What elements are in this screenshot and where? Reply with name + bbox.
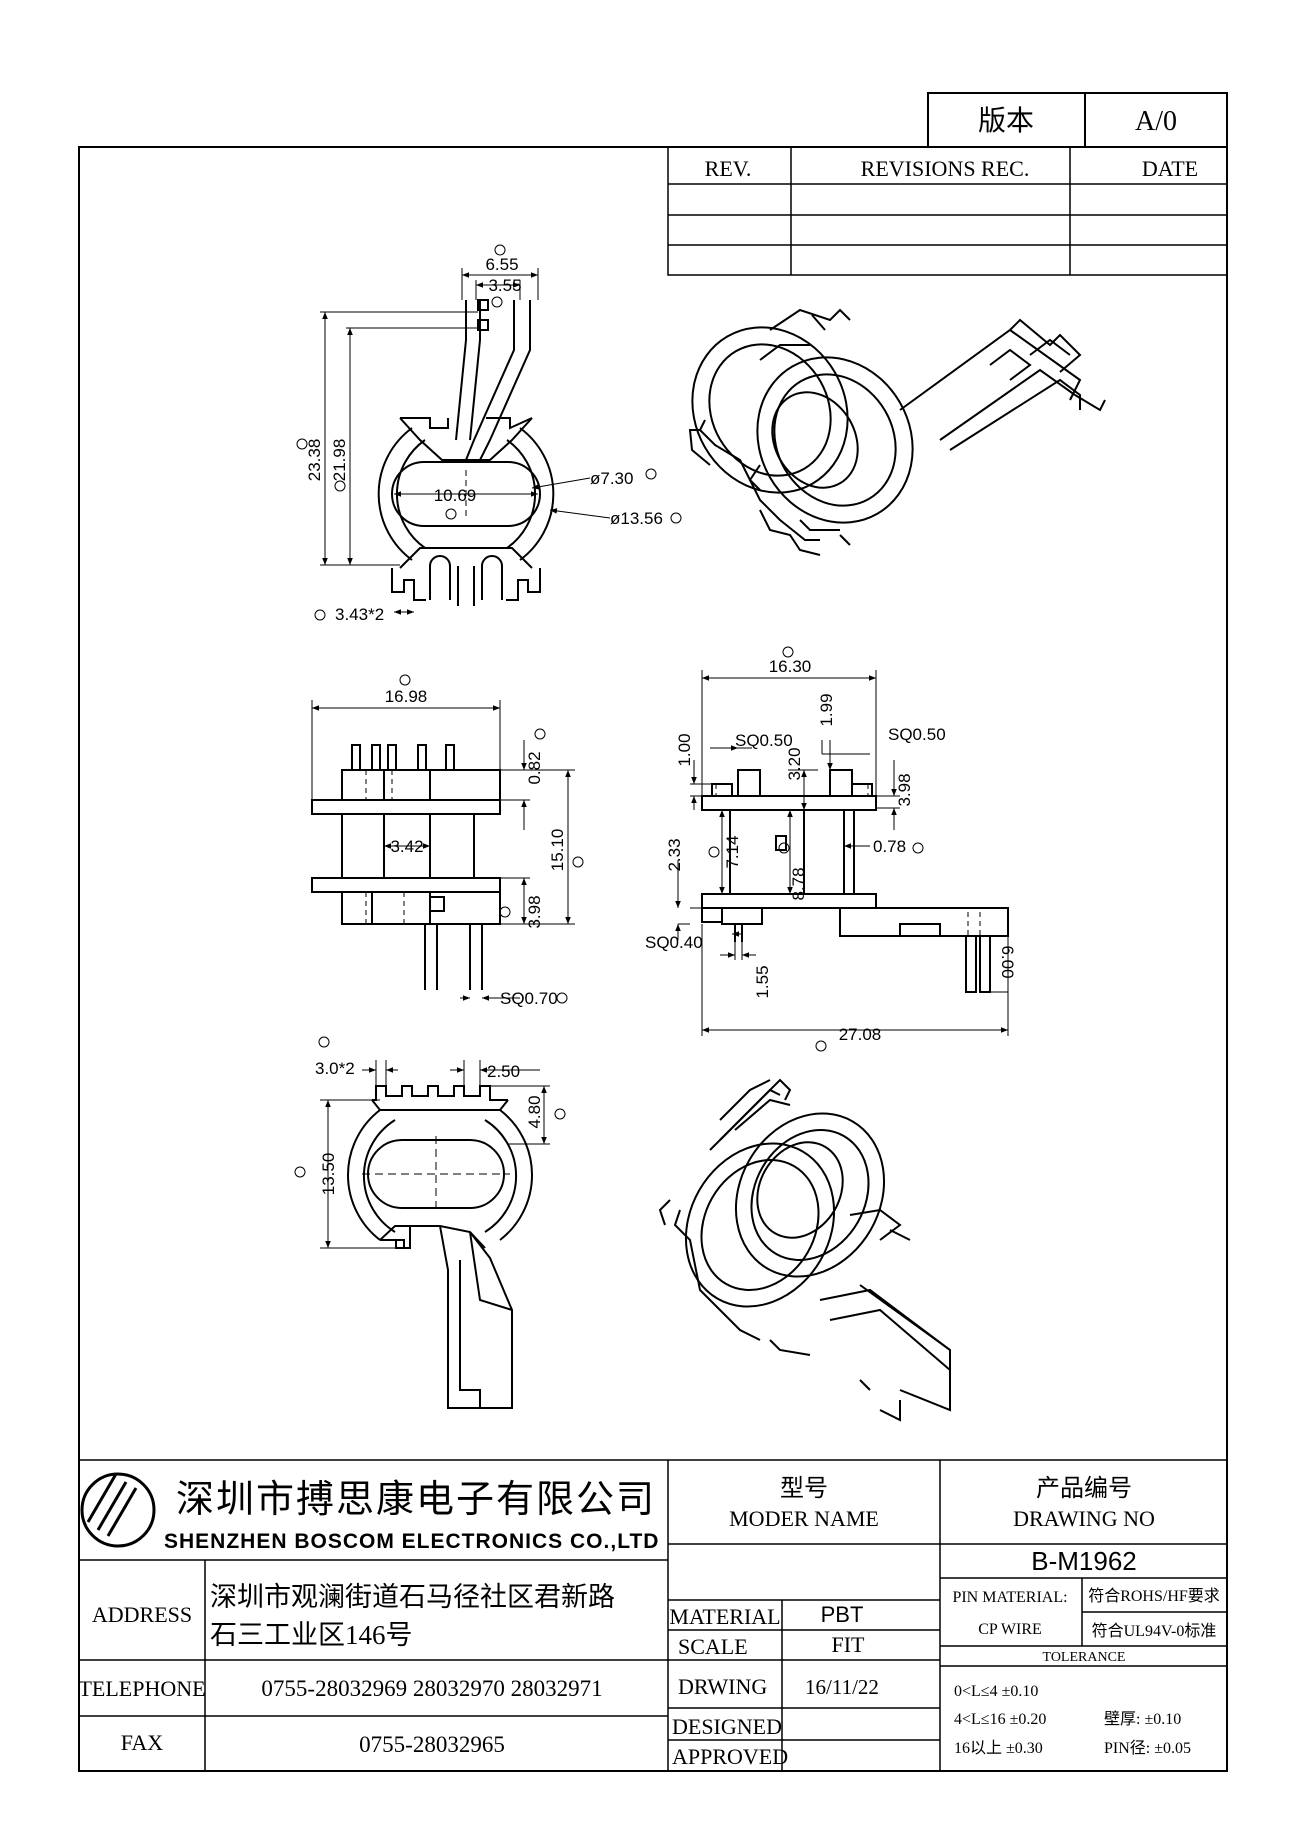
dim-dia-7-30: ø7.30 [590,469,633,488]
company-name-cn: 深圳市搏思康电子有限公司 [176,1479,656,1521]
dim-3-0x2: 3.0*2 [315,1059,355,1078]
wall-tolerance: 壁厚: ±0.10 [1104,1709,1181,1728]
dim-0-78: 0.78 [873,837,906,856]
drawing-no-cn: 产品编号 [1036,1475,1132,1502]
ul-note: 符合UL94V-0标准 [1092,1622,1217,1640]
model-name-en: MODER NAME [729,1506,879,1531]
side-view [311,744,501,990]
dim-sq0-50-a: SQ0.50 [735,731,793,750]
bottom-view-dims [320,1060,550,1249]
rev-header: REV. [705,156,752,181]
pin-dia-tolerance: PIN径: ±0.05 [1104,1739,1191,1757]
dim-15-10: 15.10 [548,829,567,872]
dim-markers-bottom [294,1036,566,1178]
tolerance-label: TOLERANCE [1043,1650,1126,1665]
pin-material-label: PIN MATERIAL: [952,1589,1067,1606]
model-name-cn: 型号 [780,1475,828,1502]
address-line2: 石三工业区146号 [210,1620,413,1650]
scale-value: FIT [832,1632,866,1657]
dim-dia-13-56: ø13.56 [610,509,663,528]
telephone-value: 0755-28032969 28032970 28032971 [261,1676,602,1701]
rohs-note: 符合ROHS/HF要求 [1088,1587,1220,1605]
dim-markers-front [708,646,924,1052]
drwing-value: 16/11/22 [805,1675,879,1699]
approved-label: APPROVED [672,1744,788,1769]
sheet-border [78,146,1228,1772]
side-view-dims [311,700,575,1001]
iso-view-bottom [658,1078,951,1422]
dim-8-78: 8.78 [789,867,808,900]
front-view-dashes [715,784,981,936]
address-line1: 深圳市观澜街道石马径社区君新路 [210,1582,615,1612]
dim-sq0-50-b: SQ0.50 [888,725,946,744]
scale-label: SCALE [678,1634,748,1659]
pin-material-value: CP WIRE [978,1621,1042,1638]
front-view-dims [675,670,1009,1036]
revisions-table [667,146,1228,276]
dim-3-98-side: 3.98 [525,895,544,928]
dim-3-98-front: 3.98 [895,773,914,806]
top-view [377,299,555,606]
dim-0-82: 0.82 [525,751,544,784]
fax-value: 0755-28032965 [359,1732,505,1757]
dim-3-42: 3.42 [390,837,423,856]
dim-21-98: 21.98 [330,439,349,482]
tolerance-1: 0<L≤4 ±0.10 [954,1683,1038,1700]
drawing-no-value: B-M1962 [1031,1546,1137,1576]
telephone-label: TELEPHONE [78,1676,205,1701]
address-label: ADDRESS [92,1602,192,1627]
dim-1-99: 1.99 [817,693,836,726]
bottom-view [346,1085,534,1409]
dim-6-55: 6.55 [485,255,518,274]
tolerance-2: 4<L≤16 ±0.20 [954,1711,1046,1728]
version-label: 版本 [978,105,1034,137]
dim-1-00: 1.00 [675,733,694,766]
material-label: MATERIAL [669,1604,780,1629]
tolerance-3: 16以上 ±0.30 [954,1739,1043,1757]
title-block-lines [79,1459,1227,1771]
dim-1-55: 1.55 [753,965,772,998]
dim-3-43x2: 3.43*2 [335,605,384,624]
company-logo [80,1472,156,1548]
side-view-dashes [365,770,405,924]
dim-sq0-40: SQ0.40 [645,933,703,952]
dim-markers-side [399,674,584,1004]
top-view-dims [320,268,611,615]
revisions-rec-header: REVISIONS REC. [861,156,1030,181]
bottom-view-center [362,1136,510,1212]
dim-6-00: 6.00 [998,945,1017,978]
version-value: A/0 [1135,106,1177,137]
material-value: PBT [821,1602,864,1627]
dim-7-14: 7.14 [723,835,742,868]
dim-16-98: 16.98 [385,687,428,706]
dim-4-80: 4.80 [525,1095,544,1128]
dim-16-30: 16.30 [769,657,812,676]
iso-view-top [688,308,1106,556]
dim-3-55: 3.55 [488,276,521,295]
dim-markers-top [296,244,682,621]
date-header: DATE [1142,156,1198,181]
dim-3-20: 3.20 [785,747,804,780]
company-name-en: SHENZHEN BOSCOM ELECTRONICS CO.,LTD [164,1530,659,1553]
version-box [927,92,1228,148]
dim-2-50: 2.50 [487,1062,520,1081]
dim-13-50: 13.50 [319,1153,338,1196]
dim-10-69: 10.69 [434,486,477,505]
fax-label: FAX [121,1730,163,1755]
designed-label: DESIGNED [672,1714,782,1739]
dim-2-33: 2.33 [665,838,684,871]
dim-sq0-70: SQ0.70 [500,989,558,1008]
drawing-no-en: DRAWING NO [1013,1506,1155,1531]
drwing-label: DRWING [678,1674,767,1699]
dim-23-38: 23.38 [305,439,324,482]
dim-27-08: 27.08 [839,1025,882,1044]
front-view [701,769,1009,993]
